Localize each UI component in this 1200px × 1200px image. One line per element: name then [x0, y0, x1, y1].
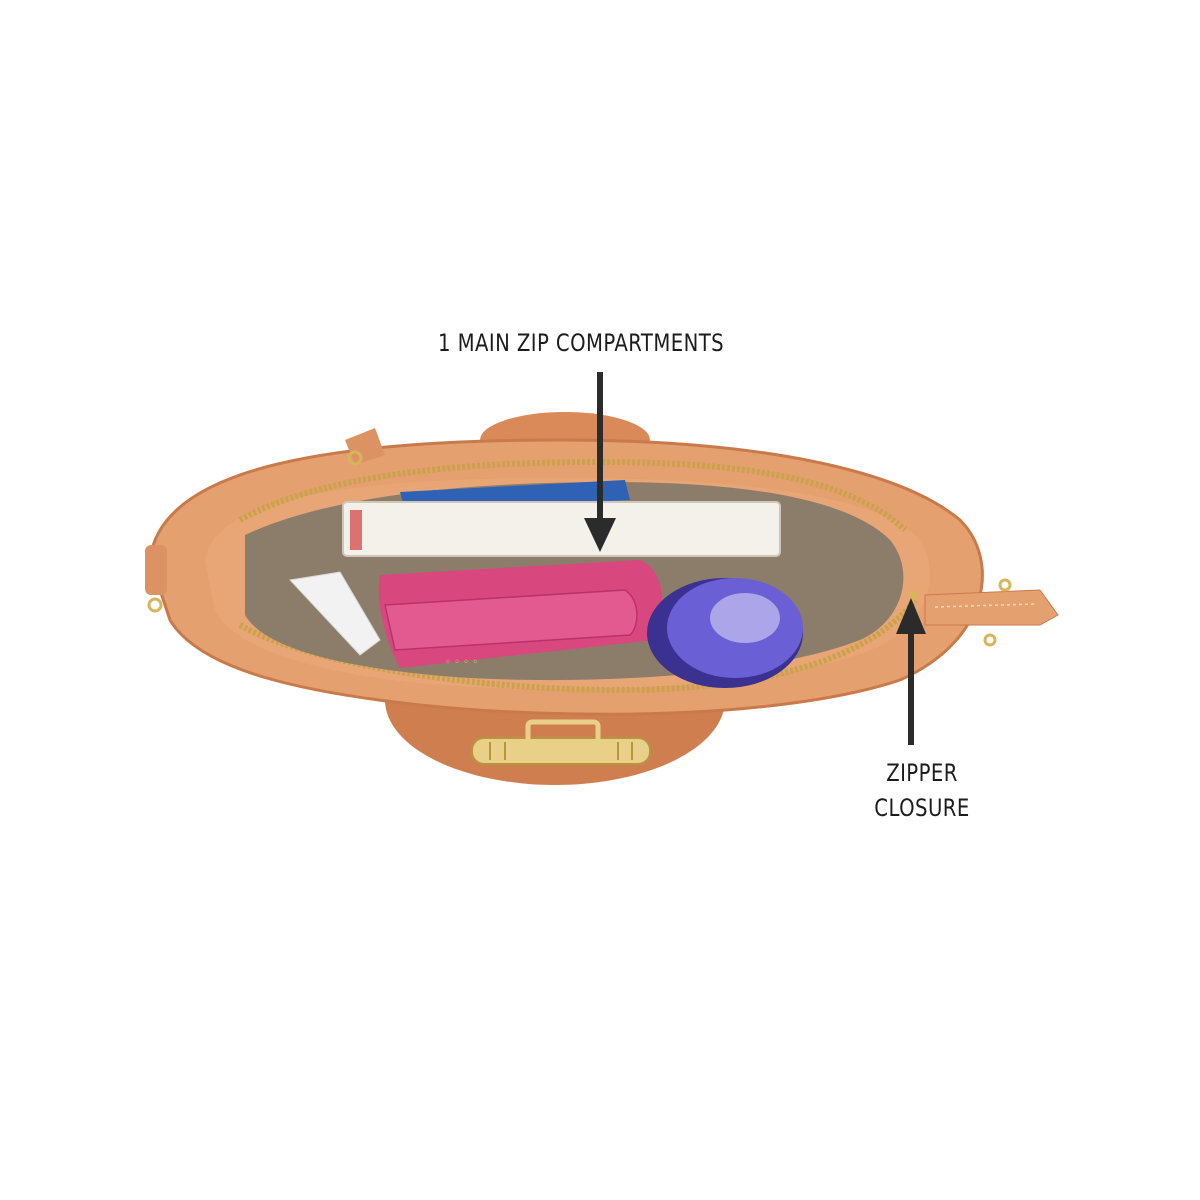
svg-text:◦ ◦ ◦ ◦: ◦ ◦ ◦ ◦ — [445, 657, 478, 668]
annotation-zipper-line-2: CLOSURE — [874, 793, 970, 822]
arrow-zipper-closure — [896, 598, 926, 745]
annotation-main-compartment: 1 MAIN ZIP COMPARTMENTS — [438, 329, 725, 357]
tissue — [288, 571, 381, 656]
gold-clasp — [471, 719, 651, 765]
notebook — [342, 501, 781, 557]
left-strap-tab — [145, 545, 167, 595]
top-strap-tab — [345, 428, 385, 465]
zipper-slider — [908, 591, 918, 601]
annotation-zipper-closure: ZIPPER CLOSURE — [873, 756, 971, 826]
zipper-pull-tab — [924, 589, 1059, 626]
arrow-main-compartment — [584, 372, 616, 552]
annotation-zipper-line-1: ZIPPER — [886, 759, 958, 787]
